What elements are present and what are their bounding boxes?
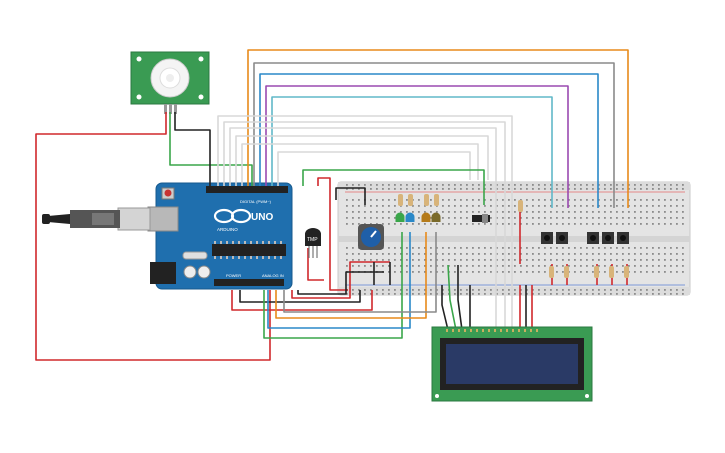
wire-lcd-black-1 [441,285,449,331]
wire-black-bottom-1 [239,290,361,303]
pushbutton-1[interactable] [541,232,553,244]
pushbutton-5[interactable] [617,232,629,244]
wire-red-bottom-1 [231,290,373,311]
potentiometer[interactable] [358,224,384,250]
atmega-chip [212,244,286,256]
wire-orange [247,49,629,208]
led-blue[interactable] [405,212,415,223]
analog-header-label: ANALOG IN [262,273,284,278]
wire-green-bottom [263,232,403,339]
uno-label: UNO [251,212,273,223]
wire-pir-vcc [35,112,271,361]
wire-gray [253,62,615,208]
lcd-header-pins [446,329,538,332]
wire-green-top [302,169,485,205]
wire-blue-bottom [267,232,411,329]
capacitor-2 [197,265,211,279]
wire-lcd-green [447,264,457,331]
wire-white-3 [229,127,497,330]
slide-switch[interactable] [472,214,490,223]
wire-black-bottom-2 [297,271,384,295]
wire-white-1 [217,115,513,330]
temperature-sensor[interactable]: TMP [305,228,321,258]
arduino-logo-icon [213,208,252,224]
arduino-brand-label: ARDUINO [217,227,238,232]
tmp-label: TMP [307,237,318,243]
wire-lcd-black-2 [457,265,463,331]
digital-header-label: DIGITAL (PWM~) [240,199,272,204]
wire-pir-gnd [174,112,211,186]
wire-white-2 [223,121,506,330]
wire-white-5 [241,143,479,186]
wire-cyan [271,96,553,208]
breadboard-holes [346,184,684,295]
led-green[interactable] [395,212,405,223]
wire-black-right [335,187,366,205]
usb-port [147,206,179,232]
capacitor-1 [183,265,197,279]
pushbutton-2[interactable] [556,232,568,244]
wires [35,49,629,361]
wire-pir-signal [169,112,253,186]
wire-red-bottom-2 [291,261,390,299]
pir-motion-sensor[interactable] [130,51,210,114]
wire-gray-bottom [283,232,437,313]
usb-cable [42,207,151,231]
led-resistors [398,194,523,212]
power-jack [150,262,176,284]
lcd-16x2-display[interactable] [431,326,593,402]
pushbutton-4[interactable] [602,232,614,244]
wire-orange-bottom [275,232,427,319]
wire-white-4 [235,135,489,186]
arduino-uno-board[interactable]: UNO ARDUINO DIGITAL (PWM~) POWER ANALOG … [147,182,293,290]
button-resistors [549,266,629,278]
crystal [182,251,208,260]
wire-red-tmp [307,248,324,281]
wire-white-6 [277,151,471,186]
wire-blue [259,73,599,208]
wire-red-right [317,177,348,291]
pushbutton-3[interactable] [587,232,599,244]
led-orange[interactable] [421,212,431,223]
power-header-label: POWER [226,273,241,278]
led-olive[interactable] [431,212,441,223]
